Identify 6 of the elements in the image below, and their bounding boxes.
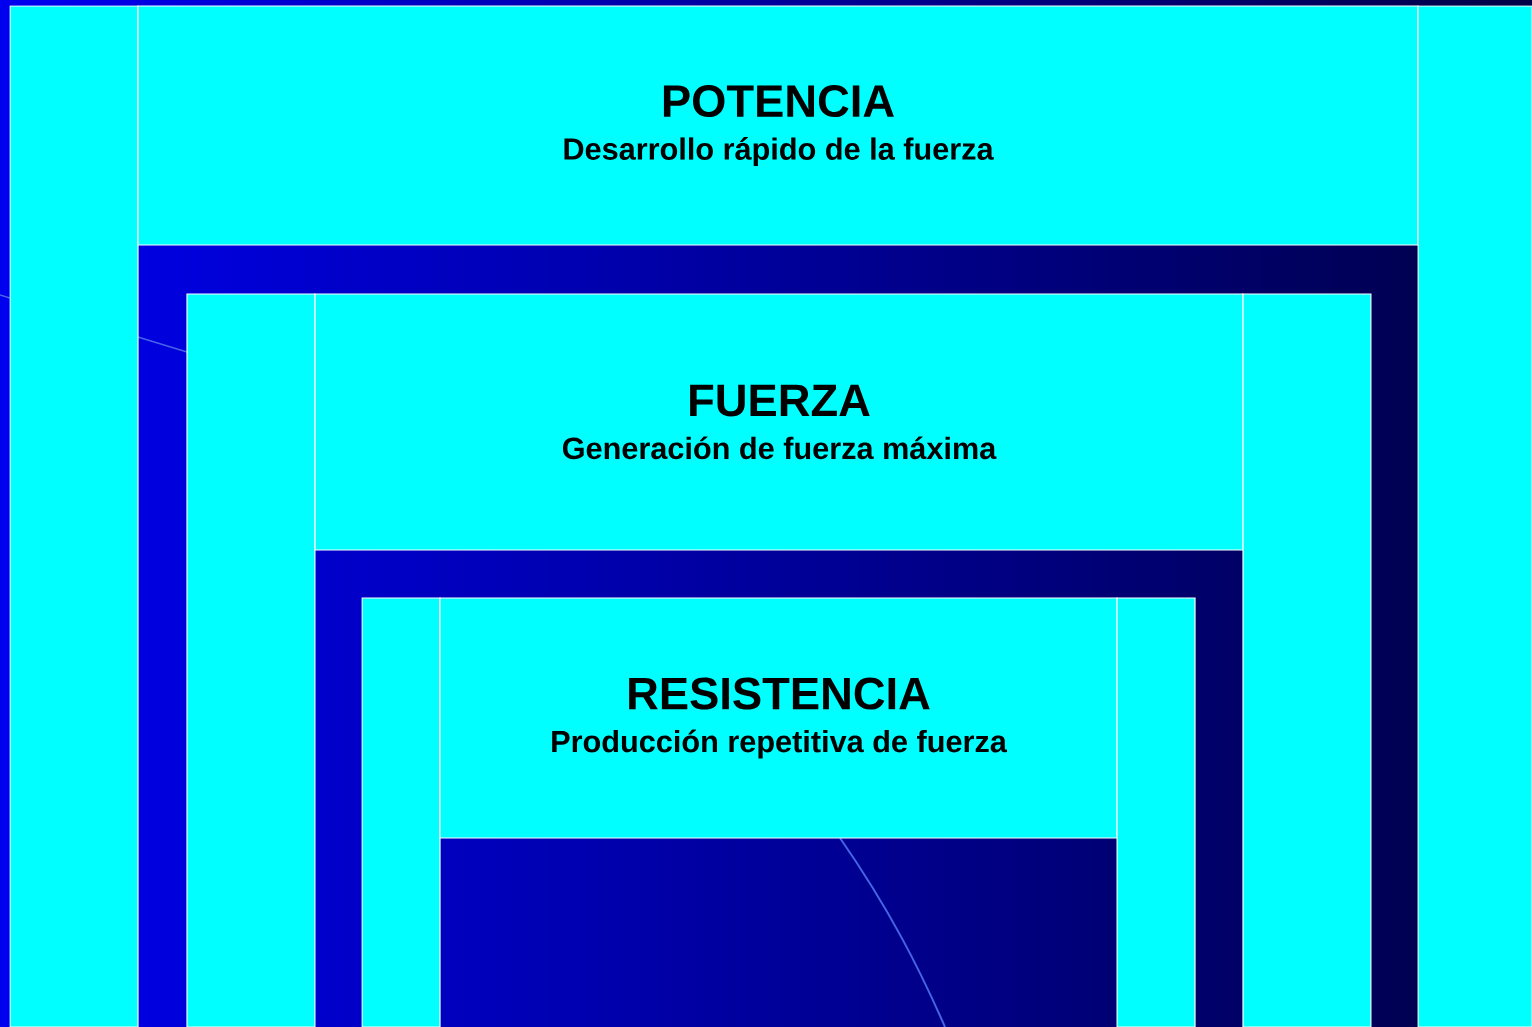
- pillar: [186, 293, 316, 1027]
- pillar: [9, 5, 139, 1027]
- pillar: [1116, 597, 1196, 1027]
- pillar: [361, 597, 441, 1027]
- pillar: [1417, 5, 1532, 1027]
- pillar: [1242, 293, 1372, 1027]
